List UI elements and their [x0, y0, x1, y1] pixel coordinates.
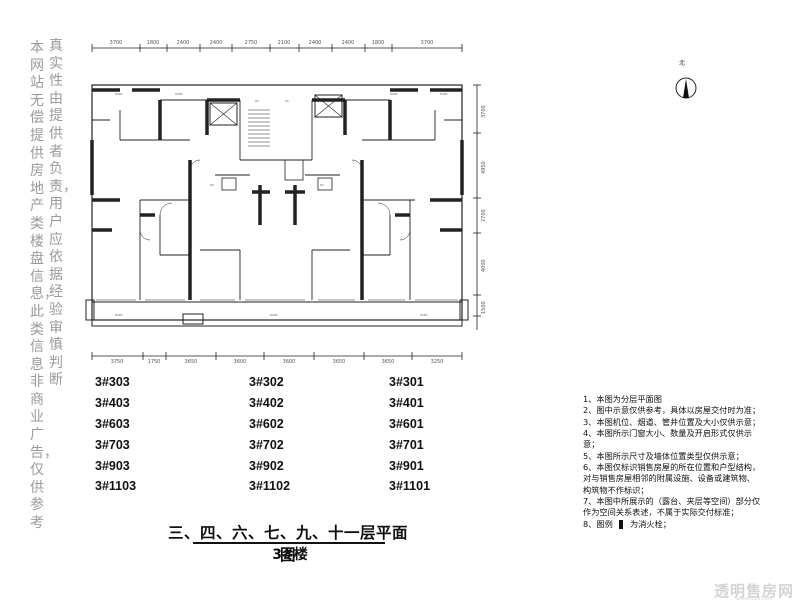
dimension-top-9: 1800 — [371, 40, 385, 46]
unit-label: 3#603 — [95, 417, 130, 431]
site-logo: 透明售房网 — [714, 582, 795, 600]
note-line: 1、本图为分层平面图 — [583, 394, 662, 404]
unit-label: 3#401 — [389, 396, 424, 410]
svg-text:▭▭: ▭▭ — [115, 91, 123, 96]
svg-text:▭▭: ▭▭ — [440, 91, 448, 96]
svg-text:▭▭: ▭▭ — [390, 91, 398, 96]
dimension-bottom-3: 3650 — [184, 359, 198, 365]
svg-text:▭▭: ▭▭ — [270, 312, 278, 317]
north-compass-icon — [675, 77, 697, 99]
floor-plan-drawing: ▭▭▭▭ ▭▭▭▭ ▭▭ ▭▭ ▭▭▭▭▭▭ — [85, 44, 697, 360]
notes-block: 1、本图为分层平面图 2、图中示意仅供参考，具体以房屋交付时为准； 3、本图机位… — [583, 394, 798, 530]
legend-label: 8、图例 — [583, 518, 613, 529]
dimension-bottom-4: 3600 — [233, 359, 247, 365]
dimension-top-7: 2400 — [308, 40, 322, 46]
building-subtitle: 3#楼 — [272, 547, 308, 563]
note-line: 对与销售房屋相邻的附属设施、设备或建筑物、 — [583, 473, 755, 484]
unit-label: 3#1103 — [95, 479, 137, 493]
dimension-right-4: 4000 — [481, 259, 487, 272]
note-line: 作为空间关系表述，不属于实际交付标准； — [583, 507, 739, 518]
unit-label: 3#302 — [249, 375, 284, 389]
dimension-right-1: 3700 — [481, 105, 487, 118]
title-underline — [193, 542, 385, 544]
unit-label: 3#303 — [95, 375, 130, 389]
watermark-column-left: 本网站无偿提供房地产类楼盘信息，此类信息非商业广告，仅供参考 — [30, 40, 58, 532]
unit-label: 3#1102 — [249, 479, 291, 493]
dimension-top-3: 2400 — [176, 40, 190, 46]
dimension-top-4: 2400 — [209, 40, 223, 46]
page-title: 三、四、六、七、九、十一层平面图 — [168, 524, 409, 564]
note-line: 2、图中示意仅供参考，具体以房屋交付时为准； — [583, 405, 761, 416]
unit-label: 3#301 — [389, 375, 424, 389]
note-line: 3、本图机位、烟道、管井位置及大小仅供示意； — [583, 416, 761, 427]
unit-label: 3#1101 — [389, 479, 431, 493]
dimension-bottom-7: 3650 — [381, 359, 395, 365]
note-line: 7、本图中所展示的（露台、夹层等空间）部分仅 — [583, 496, 761, 507]
unit-label: 3#701 — [389, 438, 424, 452]
compass-north-label: 北 — [679, 60, 686, 67]
unit-label: 3#602 — [249, 417, 284, 431]
fire-hydrant-legend-icon — [619, 519, 624, 529]
unit-label: 3#903 — [95, 459, 130, 473]
svg-text:▭: ▭ — [255, 98, 259, 103]
dimension-top-1: 3700 — [109, 40, 123, 46]
dimension-top-5: 2750 — [244, 40, 258, 46]
note-line: 构筑物不作标识； — [583, 484, 649, 495]
note-line: 6、本图仅标识销售房屋的所在位置和户型结构， — [583, 462, 761, 473]
svg-text:▭: ▭ — [320, 182, 324, 187]
dimension-top-10: 3700 — [420, 40, 434, 46]
note-line: 5、本图所示尺寸及墙体位置类型仅供示意； — [583, 450, 744, 461]
dimension-bottom-2: 1750 — [147, 359, 161, 365]
watermark-column-right: 真实性由提供者负责，用户应依据经验审慎判断 — [49, 38, 77, 389]
dimension-right-3: 2700 — [481, 209, 487, 222]
dimension-top-6: 2100 — [277, 40, 291, 46]
unit-label: 3#402 — [249, 396, 284, 410]
unit-label: 3#702 — [249, 438, 284, 452]
note-line-legend: 8、图例 为消火栓； — [583, 519, 798, 530]
svg-text:▭: ▭ — [210, 182, 214, 187]
dimension-bottom-1: 3750 — [110, 359, 124, 365]
dimension-top-8: 2400 — [341, 40, 355, 46]
unit-label: 3#703 — [95, 438, 130, 452]
svg-text:▭▭: ▭▭ — [115, 312, 123, 317]
unit-label: 3#601 — [389, 417, 424, 431]
site-logo-url: www.tmsf.com — [736, 596, 773, 602]
legend-text: 为消火栓； — [630, 518, 671, 529]
svg-text:▭▭: ▭▭ — [175, 91, 183, 96]
dimension-right-5: 1500 — [481, 301, 487, 314]
note-line: 4、本图所示门窗大小、数量及开启形式仅供示 — [583, 428, 752, 439]
unit-label: 3#901 — [389, 459, 424, 473]
dimension-right-2: 4950 — [481, 161, 487, 174]
dimension-bottom-8: 3250 — [430, 359, 444, 365]
dimension-top-2: 1800 — [146, 40, 160, 46]
dimension-bottom-6: 3650 — [332, 359, 346, 365]
note-line: 意； — [583, 439, 600, 450]
svg-text:▭▭: ▭▭ — [420, 312, 428, 317]
dimension-bottom-5: 3600 — [282, 359, 296, 365]
unit-label: 3#403 — [95, 396, 130, 410]
unit-label: 3#902 — [249, 459, 284, 473]
svg-text:▭: ▭ — [285, 98, 289, 103]
